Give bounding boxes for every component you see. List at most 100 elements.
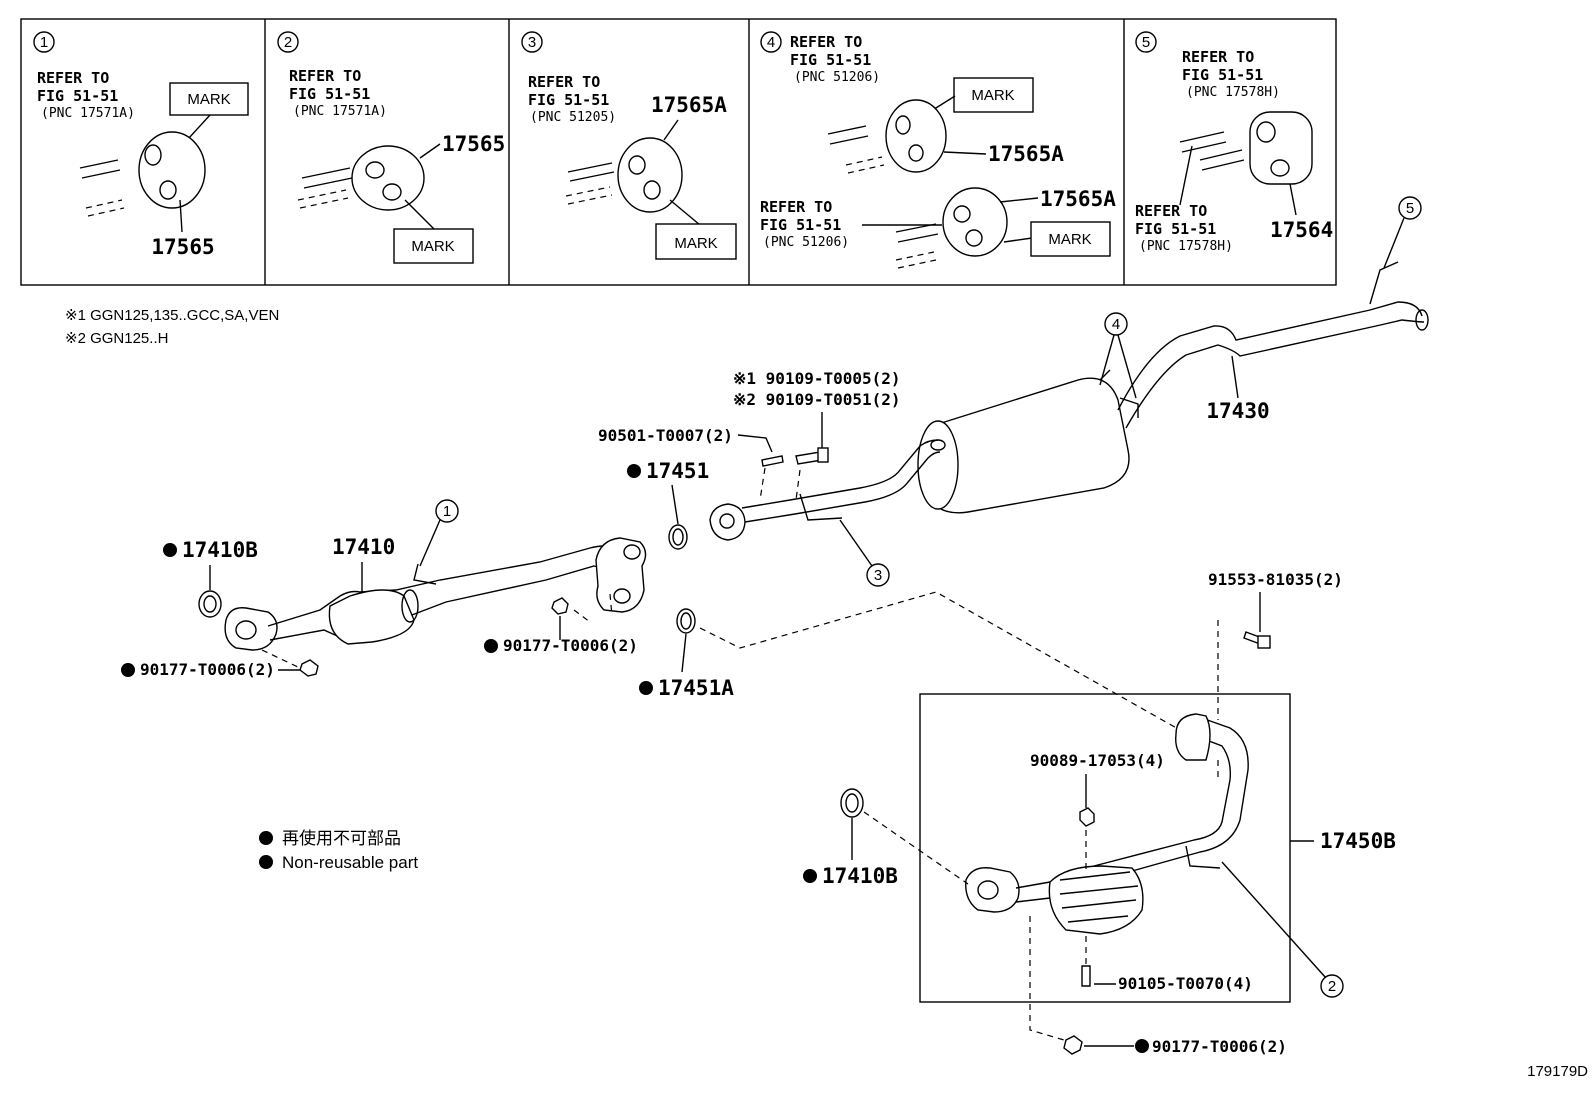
fig-reference: FIG 51-51 (37, 87, 118, 105)
inlet-pipe-lower (744, 451, 941, 523)
flange-hole (235, 620, 257, 640)
leader-line (1383, 217, 1405, 269)
hanger-bracket (1369, 261, 1399, 305)
bolt-head (1257, 635, 1271, 649)
part-number: 17430 (1206, 399, 1269, 423)
flange-hole (613, 588, 631, 604)
variant-pipe-lower (1049, 735, 1232, 885)
hanger-hole (144, 144, 162, 166)
leader-line (1179, 145, 1193, 206)
alignment-line (795, 469, 801, 501)
gasket-ring-inner (203, 595, 217, 613)
non-reusable-dot (639, 681, 653, 695)
pipe-stub-hidden (87, 207, 125, 217)
leader-line (1289, 183, 1297, 216)
pipe-stub (1179, 131, 1225, 143)
catalytic-converter (328, 589, 415, 645)
flange-hole (623, 544, 641, 560)
hanger-hole (628, 155, 646, 175)
pipe-stub-hidden (845, 156, 883, 166)
part-number: 17451A (658, 676, 734, 700)
leader-line (419, 143, 441, 159)
inset-frame (20, 18, 1337, 286)
alignment-line (759, 467, 766, 501)
inset-number-circle (1135, 31, 1157, 53)
fig-reference: FIG 51-51 (1135, 220, 1216, 238)
converter-end (401, 589, 419, 623)
inset-number-circle (521, 31, 543, 53)
pipe-stub (897, 233, 939, 243)
pnc-reference: (PNC 17571A) (293, 104, 387, 119)
tail-pipe-tip (1415, 309, 1429, 331)
fig-reference: FIG 51-51 (760, 216, 841, 234)
part-number: 17565 (151, 235, 214, 259)
non-reusable-dot (121, 663, 135, 677)
non-reusable-dot (484, 639, 498, 653)
inset-number: 3 (528, 34, 536, 51)
part-number-bolt: 91553-81035(2) (1208, 570, 1343, 589)
pipe-stub (567, 162, 613, 173)
gasket-ring-inner (672, 528, 684, 546)
nut-icon (1079, 807, 1095, 827)
nut-icon (299, 659, 319, 677)
pipe-stub (79, 159, 119, 169)
non-reusable-dot (1135, 1039, 1149, 1053)
pipe-stub (81, 169, 121, 179)
part-number: 17410B (822, 864, 898, 888)
refer-to-label: REFER TO (37, 69, 109, 87)
part-number: 17565A (1040, 187, 1116, 211)
pnc-reference: (PNC 51206) (794, 70, 880, 85)
pipe-stub (569, 171, 615, 182)
part-number: 17564 (1270, 218, 1333, 242)
non-reusable-dot (803, 869, 817, 883)
flange-fasteners: ※1 90109-T0005(2) ※2 90109-T0051(2) 9050… (598, 369, 901, 501)
stud-bolt-icon (1081, 965, 1091, 987)
alignment-line (609, 593, 613, 617)
hanger-hole (382, 183, 402, 201)
applicability-note-1: ※1 GGN125,135..GCC,SA,VEN (65, 307, 279, 324)
inset-panels: 1 REFER TO FIG 51-51 (PNC 17571A) MARK 1… (20, 18, 1337, 286)
hanger-bracket (413, 563, 437, 585)
callout-circle (866, 563, 890, 587)
callout-number: 3 (874, 567, 882, 584)
part-number: 17410B (182, 538, 258, 562)
gasket-ring-icon (840, 788, 864, 818)
pipe-stub (827, 125, 867, 135)
alignment-line (261, 649, 301, 669)
tail-pipe-upper (1117, 301, 1423, 411)
callout-number: 5 (1406, 200, 1414, 217)
pipe-stub (303, 177, 353, 189)
figure-code: 179179D (1527, 1063, 1588, 1080)
inset-1: 1 REFER TO FIG 51-51 (PNC 17571A) MARK 1… (33, 31, 249, 259)
mark-label: MARK (971, 87, 1014, 104)
part-number-nut: 90177-T0006(2) (503, 636, 638, 655)
hanger-hole (908, 144, 924, 162)
non-reusable-dot (627, 464, 641, 478)
callout-circle (1320, 974, 1344, 998)
fig-reference: FIG 51-51 (790, 51, 871, 69)
rubber-hanger-icon (138, 131, 206, 209)
bolt-91553: 91553-81035(2) (1208, 570, 1343, 780)
pipe-stub-hidden (567, 194, 613, 205)
non-reusable-dot (259, 855, 273, 869)
hanger-hole (1270, 159, 1290, 177)
part-number: 17565A (651, 93, 727, 117)
inlet-pipe-upper (741, 439, 939, 509)
pipe-stub (1181, 141, 1227, 153)
leader-line (669, 199, 701, 226)
alignment-line (573, 609, 591, 623)
flange-hole (719, 513, 735, 529)
pipe-stub-hidden (895, 251, 935, 261)
inset-number-circle (33, 31, 55, 53)
inset-number: 4 (767, 34, 775, 51)
gasket-ring-icon (198, 590, 222, 618)
mark-label: MARK (187, 91, 230, 108)
legend-label-en: Non-reusable part (282, 853, 418, 872)
part-number-spring: 90501-T0007(2) (598, 426, 733, 445)
heat-shield-ribs (1059, 871, 1139, 923)
nut-icon (551, 597, 569, 615)
nut-icon (1063, 1035, 1083, 1055)
non-reusable-dot (259, 831, 273, 845)
refer-to-label: REFER TO (790, 33, 862, 51)
